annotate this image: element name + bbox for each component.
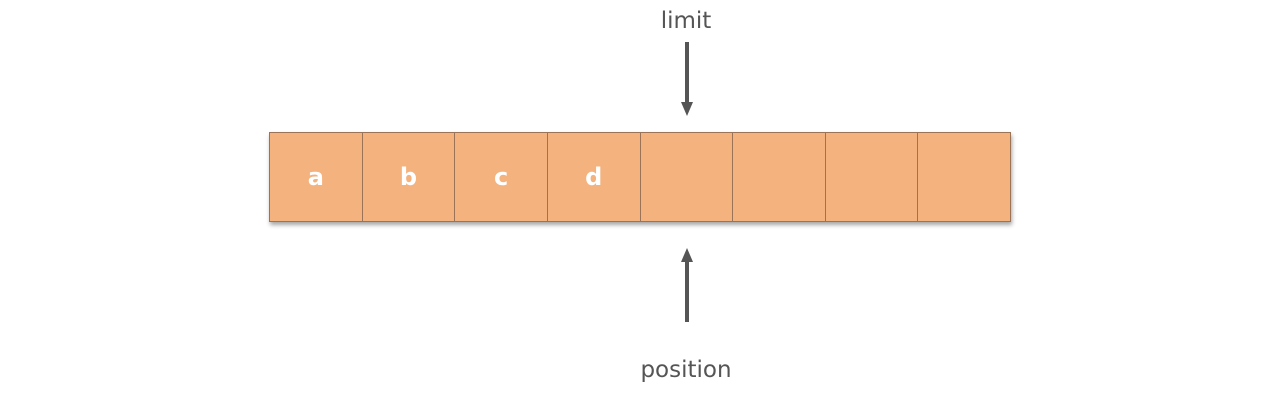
buffer-cell: d	[547, 132, 641, 222]
limit-label: limit	[660, 8, 712, 34]
buffer-cell	[918, 132, 1011, 222]
buffer-cell	[733, 132, 826, 222]
limit-arrow-icon	[680, 42, 694, 116]
position-label: position	[640, 357, 732, 383]
buffer-cell: c	[455, 132, 548, 222]
buffer-cell: a	[269, 132, 363, 222]
buffer: a b c d	[269, 132, 1011, 222]
buffer-cell: b	[362, 132, 456, 222]
buffer-cell	[640, 132, 734, 222]
position-arrow-icon	[680, 248, 694, 322]
buffer-cell	[825, 132, 919, 222]
